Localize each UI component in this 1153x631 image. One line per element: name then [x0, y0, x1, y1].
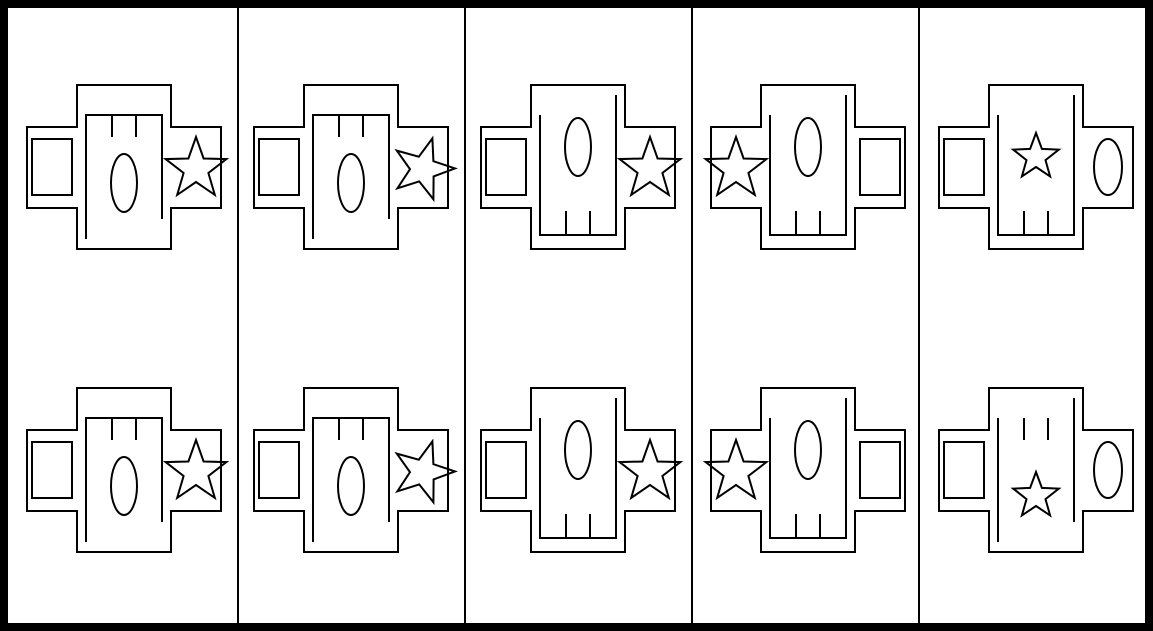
outer-border	[4, 4, 1149, 627]
